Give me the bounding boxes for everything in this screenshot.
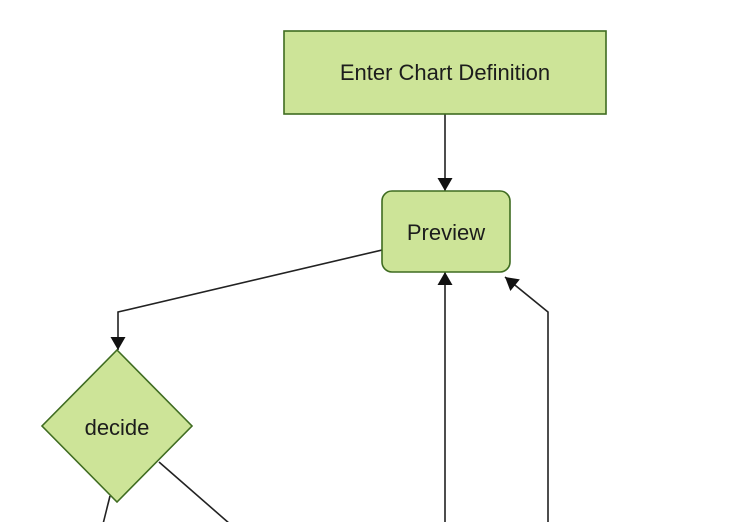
node-decide: decide	[40, 348, 194, 504]
preview-rounded-rectangle	[381, 190, 511, 273]
edge-decide-to-offscreen-right	[158, 461, 229, 522]
node-preview: Preview	[381, 190, 511, 273]
enter-chart-definition-rectangle	[283, 30, 607, 115]
preview-label: Preview	[407, 220, 485, 245]
edge-bottom-right-to-preview	[504, 276, 549, 522]
edge-decide-to-offscreen-left	[102, 495, 111, 522]
enter-chart-definition-label: Enter Chart Definition	[340, 60, 550, 85]
decide-label: decide	[85, 415, 150, 440]
node-enter-chart-definition: Enter Chart Definition	[283, 30, 607, 115]
edge-preview-to-decide	[110, 249, 383, 350]
decide-diamond	[40, 348, 194, 504]
